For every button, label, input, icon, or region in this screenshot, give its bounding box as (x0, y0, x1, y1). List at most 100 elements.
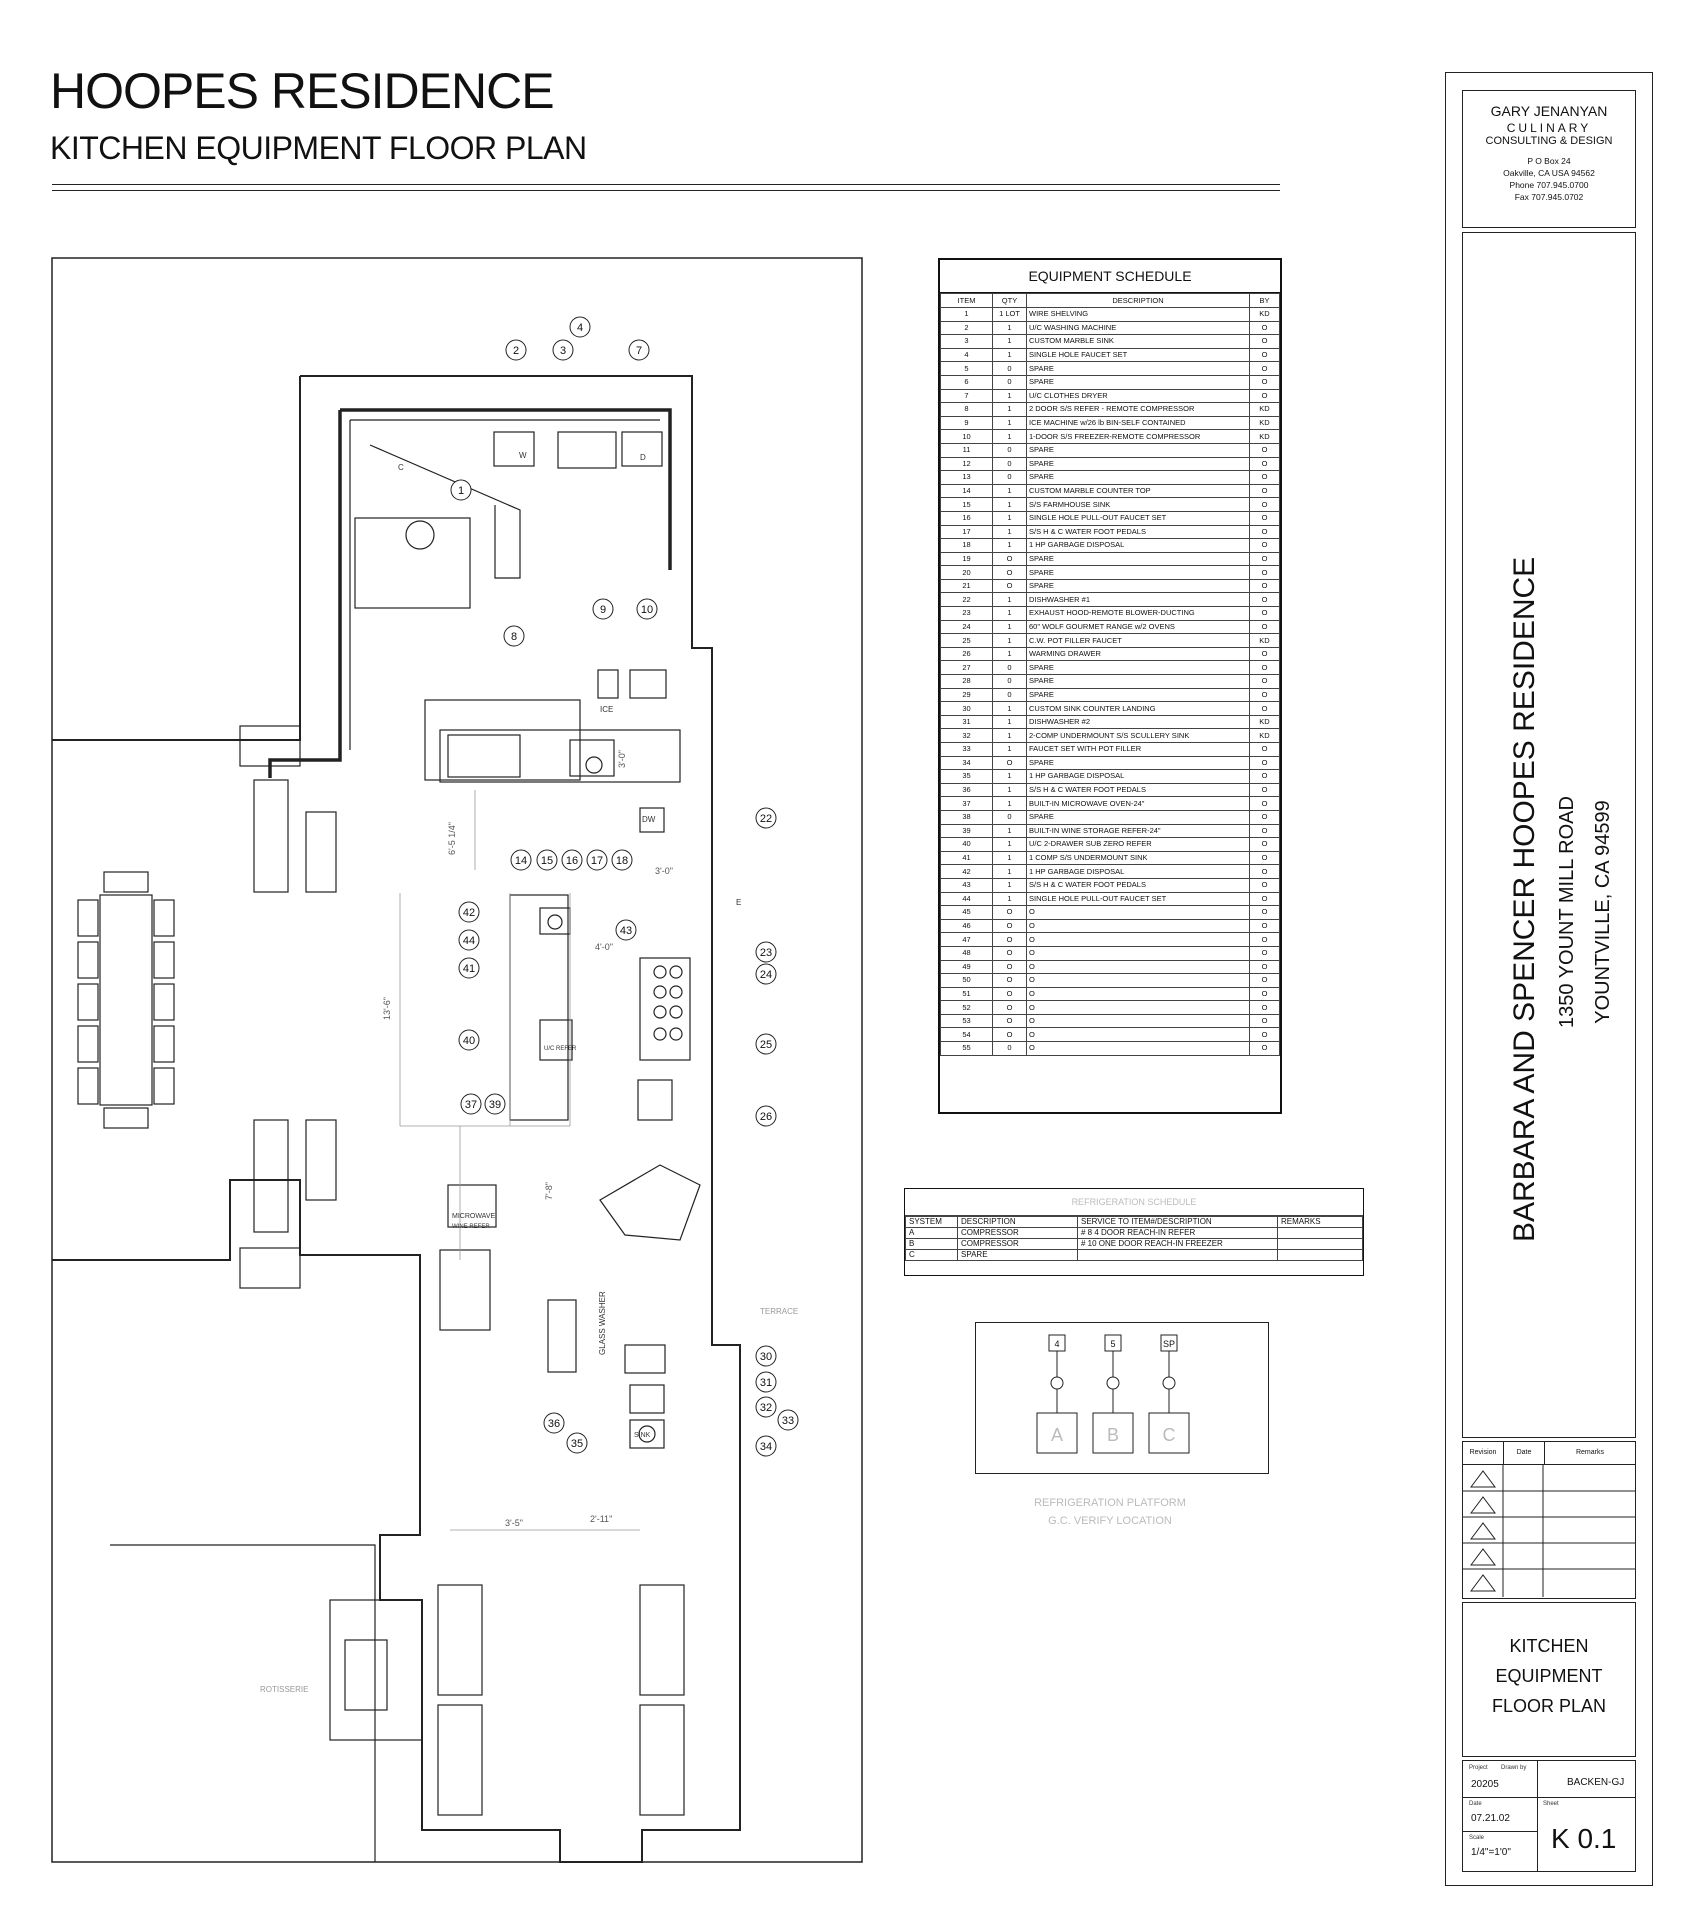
description-cell: O (1026, 973, 1250, 988)
by-cell: O (1249, 497, 1280, 512)
col-by: BY (1249, 293, 1280, 308)
description-cell: SPARE (1026, 755, 1250, 771)
sheet-number: K 0.1 (1551, 1823, 1617, 1854)
platform-tag: 5 (1110, 1339, 1115, 1349)
table-row: C SPARE (905, 1249, 1363, 1261)
item-cell: 11 (940, 442, 993, 458)
drawn-by: BACKEN-GJ (1567, 1777, 1625, 1788)
by-cell: O (1249, 524, 1280, 540)
item-cell: 15 (940, 497, 993, 512)
description-cell: O (1026, 1013, 1250, 1029)
item-tag-2: 2 (505, 339, 527, 361)
svg-text:31: 31 (760, 1377, 772, 1389)
item-cell: 48 (940, 945, 993, 961)
svg-text:26: 26 (760, 1111, 772, 1123)
sheet-title-1: KITCHEN (1509, 1636, 1589, 1656)
description-cell: U/C WASHING MACHINE (1026, 320, 1250, 336)
by-cell: KD (1249, 402, 1280, 417)
item-cell: 32 (940, 728, 993, 743)
ice-machine (597, 669, 619, 699)
dishwasher-2 (624, 1344, 666, 1374)
qty-cell: 1 (992, 769, 1027, 784)
item-cell: 45 (940, 905, 993, 920)
item-tag-32: 32 (755, 1396, 777, 1418)
item-cell: 2 (940, 320, 993, 336)
qty-cell: 1 (992, 701, 1027, 716)
qty-cell: 1 (992, 388, 1027, 404)
svg-text:10: 10 (641, 604, 653, 616)
firm-phone: Phone 707.945.0700 (1509, 180, 1589, 190)
revision-rows (1463, 1465, 1635, 1597)
svg-text:37: 37 (465, 1099, 477, 1111)
by-cell: O (1249, 850, 1280, 866)
by-cell: O (1249, 374, 1280, 390)
item-tag-7: 7 (628, 339, 650, 361)
info-box: Project Drawn by 20205 BACKEN-GJ Date Sh… (1462, 1760, 1636, 1872)
rs-cell: COMPRESSOR (957, 1227, 1078, 1239)
by-cell: O (1249, 660, 1280, 676)
rs-cell: A (905, 1227, 958, 1239)
by-cell: O (1249, 442, 1280, 458)
title-block (1445, 72, 1653, 1886)
svg-text:34: 34 (760, 1441, 772, 1453)
description-cell: CUSTOM SINK COUNTER LANDING (1026, 701, 1250, 716)
label-w: W (519, 451, 527, 460)
col-qty: QTY (992, 293, 1027, 308)
qty-cell: 1 (992, 429, 1027, 444)
item-tag-16: 16 (561, 849, 583, 871)
item-cell: 51 (940, 986, 993, 1002)
by-cell: O (1249, 361, 1280, 376)
by-cell: O (1249, 945, 1280, 961)
item-tag-9: 9 (592, 598, 614, 620)
by-cell: O (1249, 619, 1280, 635)
walk-in-3 (639, 1584, 685, 1696)
dim-1: 6'-5 1/4" (447, 822, 457, 855)
description-cell: O (1026, 1000, 1250, 1015)
description-cell: SPARE (1026, 374, 1250, 390)
walk-in-4 (639, 1704, 685, 1816)
item-cell: 35 (940, 769, 993, 784)
firm-fax: Fax 707.945.0702 (1514, 192, 1584, 202)
by-cell: O (1249, 918, 1280, 934)
qty-cell: 1 (992, 524, 1027, 540)
item-cell: 37 (940, 796, 993, 811)
by-cell: O (1249, 701, 1280, 716)
qty-cell: 1 (992, 497, 1027, 512)
description-cell: CUSTOM MARBLE SINK (1026, 334, 1250, 349)
item-tag-37: 37 (460, 1093, 482, 1115)
description-cell: BUILT-IN WINE STORAGE REFER-24" (1026, 823, 1250, 839)
drawing-title: HOOPES RESIDENCE (50, 63, 555, 119)
item-tag-25: 25 (755, 1033, 777, 1055)
by-cell: O (1249, 796, 1280, 811)
qty-cell: 1 (992, 782, 1027, 798)
rotisserie-area (329, 1599, 423, 1741)
qty-cell: O (992, 1013, 1027, 1029)
qty-cell: 0 (992, 470, 1027, 485)
qty-cell: 0 (992, 1041, 1027, 1056)
item-tag-33: 33 (777, 1409, 799, 1431)
qty-cell: O (992, 905, 1027, 920)
by-cell: O (1249, 334, 1280, 349)
sheet-title-2: EQUIPMENT (1495, 1666, 1603, 1686)
project-label: Project (1469, 1765, 1488, 1771)
exterior-wall (52, 375, 741, 1863)
description-cell: SINGLE HOLE FAUCET SET (1026, 347, 1250, 363)
by-cell: O (1249, 932, 1280, 947)
description-cell: EXHAUST HOOD-REMOTE BLOWER-DUCTING (1026, 606, 1250, 621)
firm-line: CULINARY (1506, 121, 1592, 135)
item-tag-3: 3 (552, 339, 574, 361)
item-cell: 21 (940, 578, 993, 594)
by-cell: O (1249, 674, 1280, 689)
